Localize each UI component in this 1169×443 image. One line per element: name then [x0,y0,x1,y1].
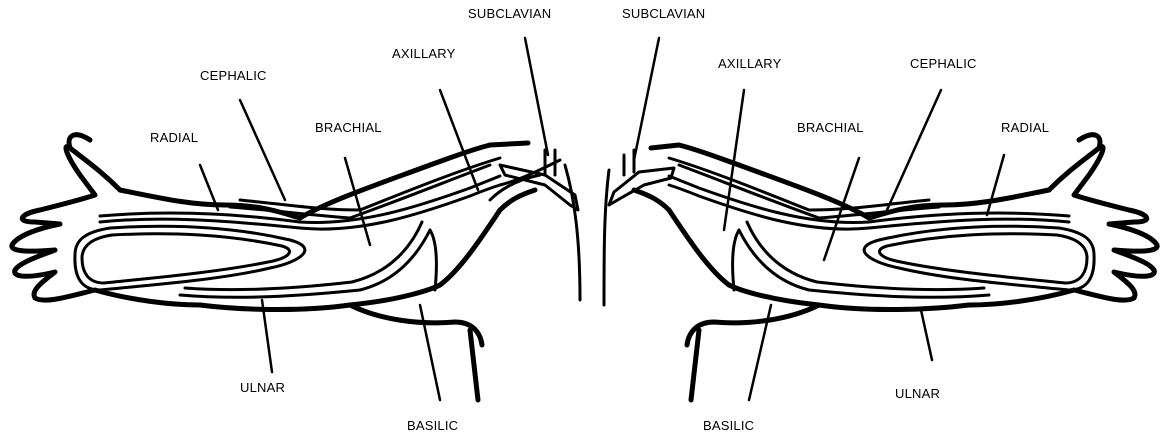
label-right-subclavian: SUBCLAVIAN [622,6,705,21]
label-right-brachial: BRACHIAL [797,120,864,135]
label-left-radial: RADIAL [150,130,198,145]
label-right-radial: RADIAL [1001,120,1049,135]
label-right-cephalic: CEPHALIC [910,56,977,71]
left-arm [12,38,580,400]
label-left-brachial: BRACHIAL [315,120,382,135]
label-right-ulnar: ULNAR [895,386,940,401]
left-arm-veins [75,150,580,300]
label-right-axillary: AXILLARY [718,56,782,71]
label-left-ulnar: ULNAR [240,380,285,395]
right-arm [604,38,1157,400]
label-left-cephalic: CEPHALIC [200,68,267,83]
label-left-axillary: AXILLARY [392,46,456,61]
right-arm-veins [604,150,1094,305]
label-left-subclavian: SUBCLAVIAN [468,6,551,21]
label-left-basilic: BASILIC [407,418,458,433]
label-right-basilic: BASILIC [703,418,754,433]
